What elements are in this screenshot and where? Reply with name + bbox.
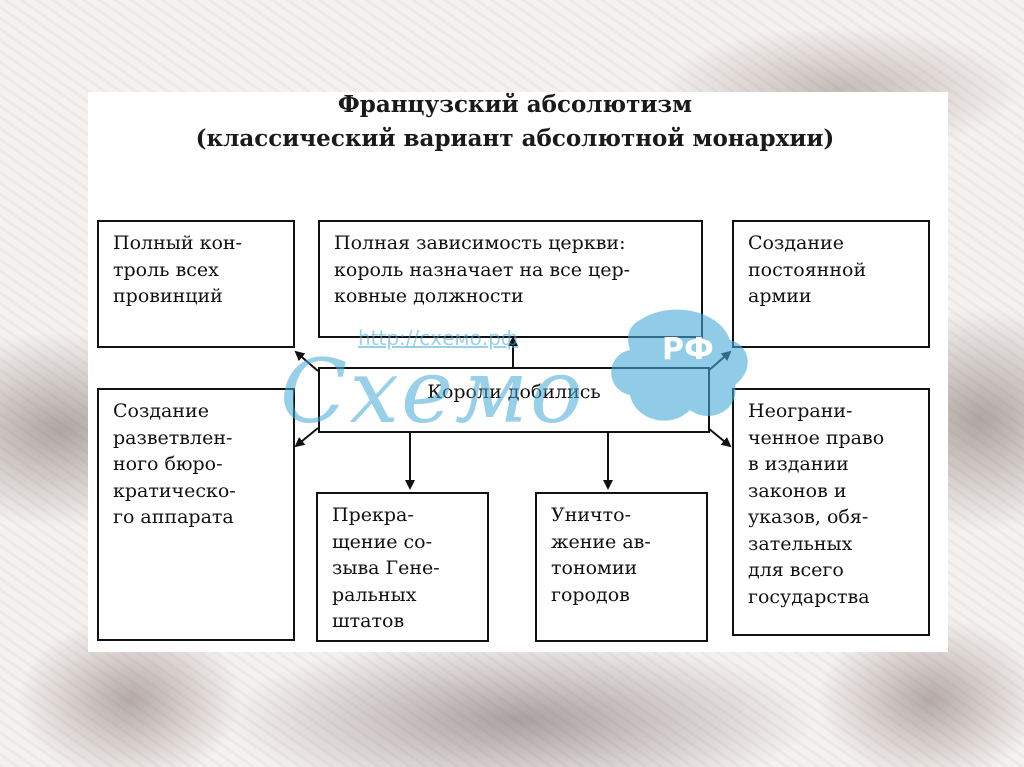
box-control-provinces: Полный кон- троль всех провинций [97,220,295,348]
diagram-subtitle: (классический вариант абсолютной монархи… [195,125,835,152]
box-city-autonomy: Уничто- жение ав- тономии городов [535,492,708,642]
box-estates-general: Прекра- щение со- зыва Гене- ральных шта… [316,492,489,642]
box-standing-army: Создание постоянной армии [732,220,930,348]
watermark-rf: РФ [662,332,714,367]
box-church-dependence: Полная зависимость церкви: король назнач… [318,220,703,338]
box-bureaucracy: Создание разветвлен- ного бюро- кратичес… [97,388,295,641]
watermark-word: Схемо [280,340,585,443]
watermark-url: http://схемо.рф [358,326,518,350]
box-unlimited-law: Неограни- ченное право в издании законов… [732,388,930,636]
diagram-title: Французский абсолютизм [337,91,693,118]
